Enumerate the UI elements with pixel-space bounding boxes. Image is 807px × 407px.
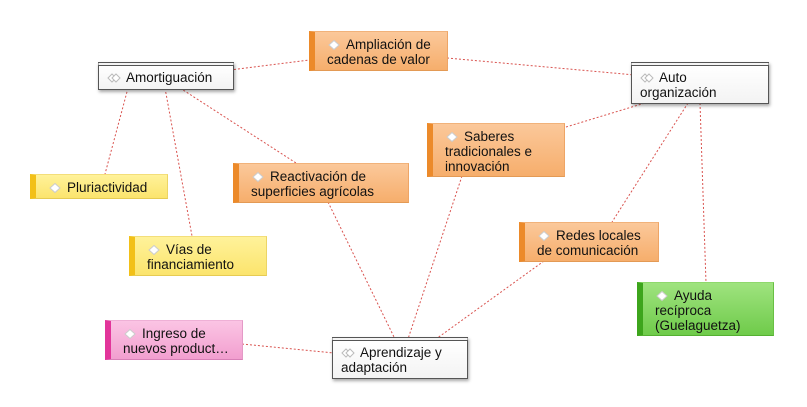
code-node-ayuda[interactable]: Ayuda recíproca (Guelaguetza)	[637, 282, 774, 336]
node-label: Amortiguación	[126, 70, 213, 85]
link-line	[327, 201, 396, 340]
node-label: Aprendizaje y adaptación	[341, 345, 442, 375]
network-node-aprendizaje[interactable]: Aprendizaje y adaptación	[332, 337, 468, 379]
link-line	[699, 102, 707, 284]
diamond-code-icon	[446, 132, 458, 142]
node-label: Vías de financiamiento	[147, 242, 235, 272]
diamond-code-icon	[328, 40, 340, 50]
link-line	[164, 87, 193, 237]
code-node-ampliacion[interactable]: Ampliación de cadenas de valor	[309, 31, 448, 71]
diamond-code-icon	[252, 172, 264, 182]
link-line	[611, 102, 689, 223]
diamond-code-icon	[124, 329, 136, 339]
link-line	[446, 57, 636, 76]
node-label: Redes locales de comunicación	[537, 228, 641, 258]
network-node-auto-organizacion[interactable]: Auto organización	[631, 62, 769, 104]
diamond-network-icon	[640, 73, 654, 83]
link-line	[435, 260, 545, 340]
diamond-network-icon	[107, 73, 121, 83]
diamond-network-icon	[341, 348, 355, 358]
node-label: Ampliación de cadenas de valor	[327, 37, 431, 67]
node-label: Reactivación de superficies agrícolas	[251, 169, 375, 199]
node-label: Auto organización	[640, 70, 717, 100]
diamond-code-icon	[656, 291, 668, 301]
code-node-reactivacion[interactable]: Reactivación de superficies agrícolas	[233, 163, 409, 203]
code-node-ingreso[interactable]: Ingreso de nuevos product…	[105, 320, 243, 360]
diamond-code-icon	[148, 245, 160, 255]
code-node-vias[interactable]: Vías de financiamiento	[129, 236, 267, 276]
link-line	[407, 175, 463, 340]
node-label: Saberes tradicionales e innovación	[445, 129, 533, 174]
node-label: Pluriactividad	[67, 180, 148, 195]
diamond-code-icon	[538, 231, 550, 241]
node-label: Ayuda recíproca (Guelaguetza)	[655, 288, 741, 333]
node-label: Ingreso de nuevos product…	[123, 326, 229, 356]
link-line	[179, 87, 297, 164]
link-line	[104, 87, 129, 175]
code-node-redes[interactable]: Redes locales de comunicación	[519, 222, 659, 262]
code-node-pluriactividad[interactable]: Pluriactividad	[30, 174, 168, 199]
code-node-saberes[interactable]: Saberes tradicionales e innovación	[427, 123, 565, 177]
link-line	[565, 102, 646, 128]
network-node-amortiguacion[interactable]: Amortiguación	[98, 62, 234, 90]
link-line	[241, 343, 335, 354]
diamond-code-icon	[49, 183, 61, 193]
link-line	[229, 59, 310, 71]
